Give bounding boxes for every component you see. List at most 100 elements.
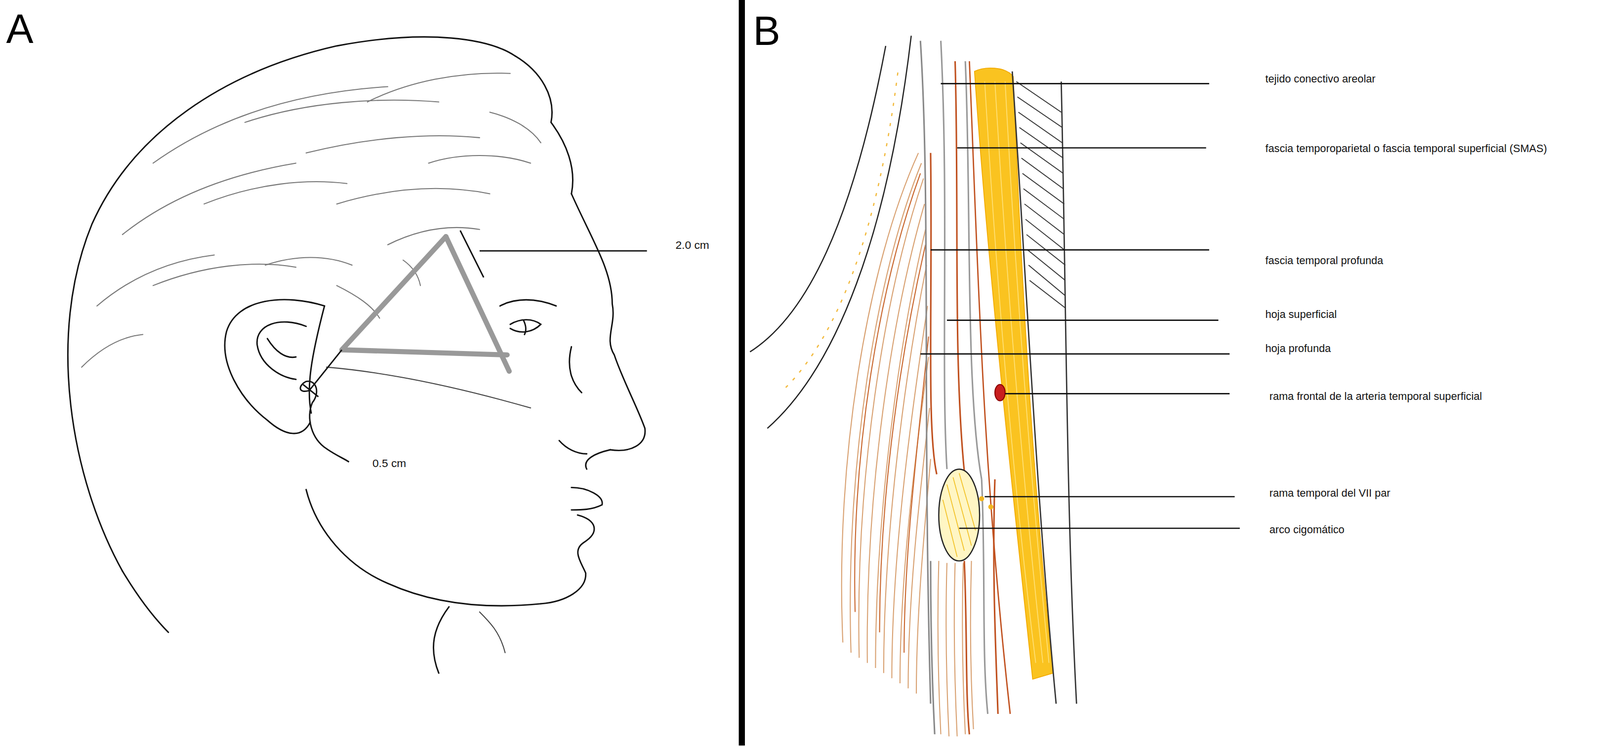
- structure-label: rama frontal de la arteria temporal supe…: [1269, 389, 1482, 403]
- drawing-stroke: [1018, 112, 1063, 143]
- drawing-stroke: [964, 561, 970, 735]
- drawing-stroke: [1005, 393, 1230, 395]
- drawing-stroke: [428, 155, 532, 164]
- drawing-stroke: [81, 334, 143, 368]
- drawing-stroke: [1028, 265, 1066, 296]
- drawing-stroke: [954, 563, 958, 737]
- drawing-stroke: [959, 528, 1240, 530]
- drawing-stroke: [930, 561, 935, 735]
- drawing-stroke: [984, 496, 1235, 498]
- temporalis-muscle: [841, 153, 931, 695]
- drawing-stroke: [941, 41, 947, 470]
- drawing-stroke: [920, 41, 931, 705]
- drawing-stroke: [336, 188, 491, 205]
- drawing-stroke: [490, 112, 541, 143]
- drawing-stroke: [96, 254, 215, 306]
- drawing-stroke: [1061, 81, 1077, 704]
- drawing-stroke: [460, 230, 485, 278]
- drawing-stroke: [1019, 127, 1064, 159]
- drawing-stroke: [1016, 81, 1062, 113]
- drawing-stroke: [930, 153, 937, 475]
- layer-label: fascia temporal profunda: [1265, 253, 1384, 267]
- drawing-stroke: [943, 499, 958, 558]
- zygomatic-arch: [938, 469, 980, 562]
- drawing-stroke: [959, 473, 976, 531]
- drawing-stroke: [875, 229, 926, 669]
- drawing-stroke: [499, 299, 557, 306]
- drawing-stroke: [585, 450, 611, 470]
- drawing-stroke: [446, 236, 510, 372]
- drawing-stroke: [1012, 71, 1057, 705]
- drawing-stroke: [265, 257, 353, 266]
- drawing-stroke: [306, 135, 480, 154]
- dimension-label: 0.5 cm: [372, 457, 407, 471]
- layer-label: tejido conectivo areolar: [1265, 72, 1376, 85]
- drawing-stroke: [122, 571, 169, 633]
- drawing-stroke: [850, 163, 922, 654]
- drawing-stroke: [256, 322, 306, 380]
- drawing-stroke: [988, 504, 994, 510]
- drawing-stroke: [903, 336, 929, 654]
- drawing-stroke: [245, 100, 439, 123]
- drawing-stroke: [300, 381, 349, 463]
- masseter-muscle: [938, 561, 974, 737]
- skull-curve: [749, 35, 911, 429]
- drawing-stroke: [326, 367, 531, 409]
- drawing-stroke: [930, 249, 1210, 251]
- drawing-stroke: [1021, 158, 1064, 189]
- drawing-stroke: [153, 86, 388, 164]
- drawing-stroke: [67, 37, 516, 572]
- drawing-stroke: [479, 612, 506, 654]
- drawing-stroke: [946, 319, 1219, 322]
- drawing-stroke: [153, 264, 296, 286]
- drawing-stroke: [204, 181, 347, 205]
- panel-letter: B: [752, 10, 780, 52]
- drawing-stroke: [981, 479, 988, 715]
- drawing-stroke: [1027, 249, 1066, 281]
- drawing-stroke: [367, 73, 511, 102]
- drawing-stroke: [946, 484, 965, 551]
- drawing-stroke: [571, 193, 646, 451]
- drawing-stroke: [938, 561, 942, 735]
- dimension-label: 2.0 cm: [675, 239, 709, 253]
- layer-label: fascia temporoparietal o fascia temporal…: [1265, 141, 1547, 155]
- drawing-stroke: [954, 61, 965, 472]
- drawing-stroke: [854, 173, 921, 613]
- drawing-stroke: [993, 479, 998, 715]
- drawing-stroke: [1022, 173, 1065, 205]
- drawing-stroke: [559, 440, 587, 454]
- drawing-stroke: [970, 561, 974, 730]
- diploe-dots: [785, 71, 899, 388]
- drawing-stroke: [1029, 280, 1066, 309]
- drawing-stroke: [943, 473, 976, 557]
- skin-hatching: [1016, 81, 1066, 309]
- drawing-stroke: [920, 353, 1230, 355]
- drawing-stroke: [1017, 96, 1063, 128]
- drawing-stroke: [957, 147, 1207, 149]
- skin-lines: [1012, 71, 1077, 705]
- drawing-stroke: [540, 515, 595, 605]
- drawing-stroke: [479, 250, 648, 252]
- drawing-stroke: [1024, 204, 1065, 235]
- nerve-dots: [979, 496, 994, 510]
- safety-triangle: [341, 236, 510, 372]
- drawing-stroke: [569, 346, 582, 393]
- drawing-stroke: [523, 320, 527, 335]
- drawing-stroke: [571, 487, 603, 510]
- leader-lines: [920, 83, 1240, 529]
- drawing-stroke: [945, 563, 949, 737]
- structure-label: rama temporal del VII par: [1269, 486, 1391, 500]
- smas-line: [969, 61, 1011, 715]
- dimension-lines: [300, 230, 648, 463]
- drawing-stroke: [749, 45, 886, 353]
- drawing-stroke: [879, 245, 926, 633]
- drawing-stroke: [941, 82, 1210, 85]
- structure-label: arco cigomático: [1269, 523, 1345, 536]
- drawing-stroke: [1025, 219, 1065, 250]
- drawing-stroke: [952, 477, 972, 546]
- layer-label: hoja profunda: [1265, 341, 1331, 355]
- hair-strokes: [81, 73, 541, 368]
- drawing-stroke: [962, 563, 966, 735]
